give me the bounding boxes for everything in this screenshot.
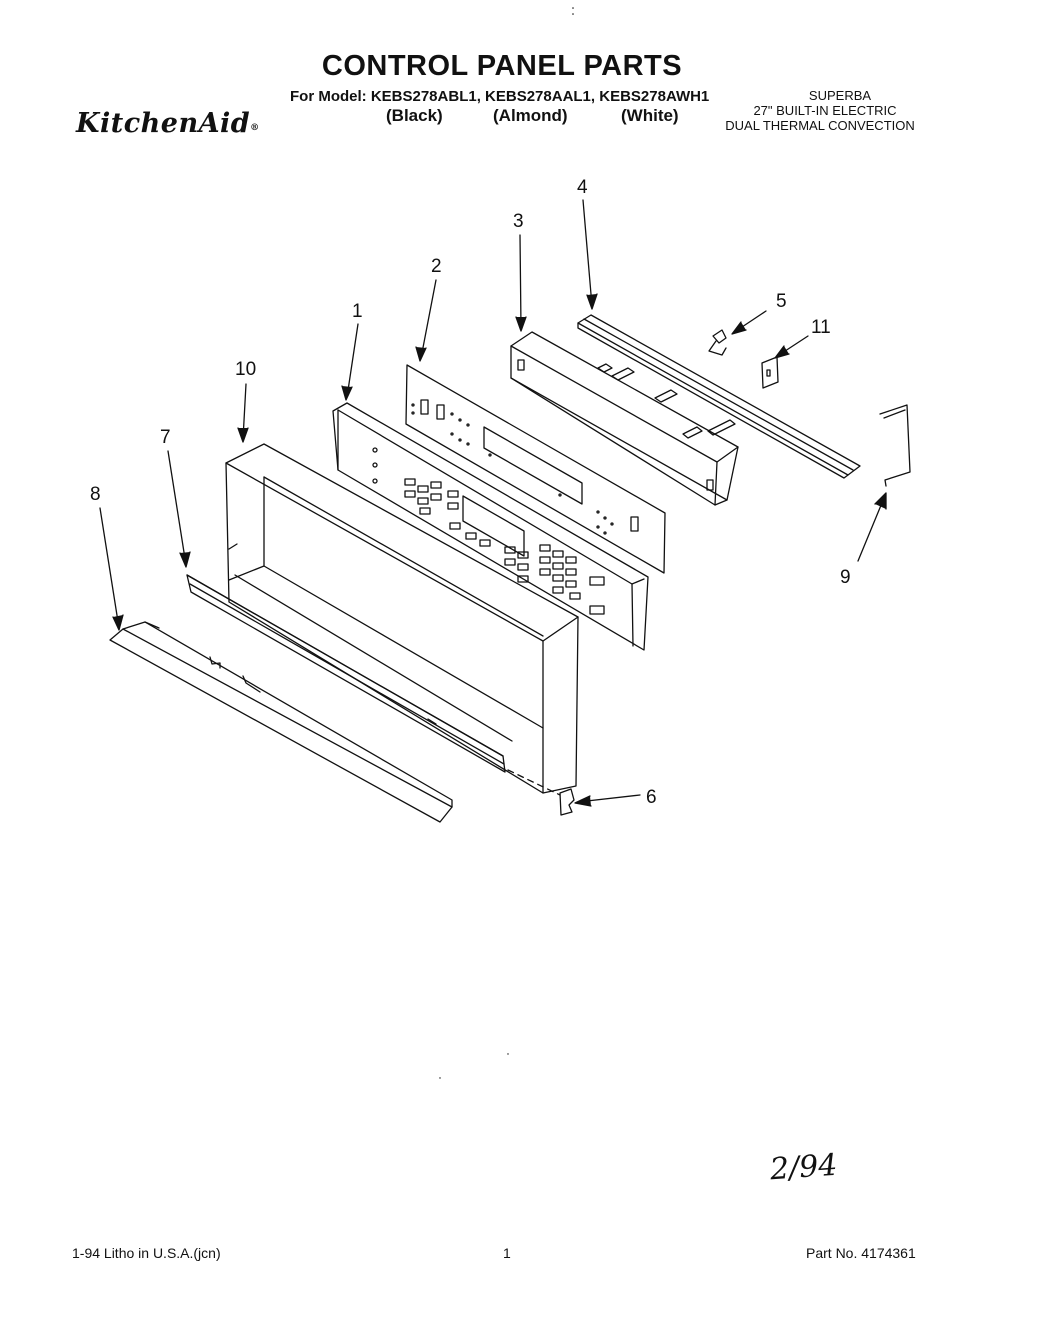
page-title: CONTROL PANEL PARTS bbox=[321, 50, 683, 82]
part-1-control-panel bbox=[332, 402, 649, 651]
callout-8: 8 bbox=[90, 484, 101, 505]
part-6-fastener bbox=[507, 769, 575, 816]
callout-7: 7 bbox=[160, 427, 171, 448]
callout-9: 9 bbox=[840, 567, 851, 588]
leader-lines bbox=[99, 199, 887, 807]
part-9-wire-bracket bbox=[879, 404, 911, 487]
color-label-black: (Black) bbox=[386, 106, 443, 125]
color-label-white: (White) bbox=[621, 106, 679, 125]
callout-5: 5 bbox=[776, 291, 787, 312]
part-3-control-board bbox=[510, 331, 739, 506]
brand-text: KitchenAid bbox=[76, 108, 251, 139]
footer-part-number: Part No. 4174361 bbox=[806, 1245, 916, 1261]
callout-4: 4 bbox=[577, 177, 588, 198]
part-10-control-housing bbox=[225, 443, 579, 794]
callout-6: 6 bbox=[646, 787, 657, 808]
part-5-clip bbox=[708, 329, 727, 356]
registered-mark-icon: ® bbox=[250, 123, 260, 133]
product-line-1: 27" BUILT-IN ELECTRIC bbox=[753, 103, 897, 118]
handwritten-date: 2/94 bbox=[768, 1147, 839, 1188]
model-line: For Model: KEBS278ABL1, KEBS278AAL1, KEB… bbox=[290, 88, 710, 105]
part-8-lower-trim bbox=[109, 621, 453, 823]
callout-2: 2 bbox=[431, 256, 442, 277]
part-11-bracket-plate bbox=[761, 356, 779, 389]
callout-10: 10 bbox=[235, 359, 256, 380]
part-2-overlay bbox=[405, 364, 666, 574]
product-line-2: DUAL THERMAL CONVECTION bbox=[725, 118, 915, 133]
color-label-almond: (Almond) bbox=[493, 106, 568, 125]
callout-11: 11 bbox=[811, 317, 831, 338]
footer-litho: 1-94 Litho in U.S.A.(jcn) bbox=[72, 1245, 221, 1261]
callout-3: 3 bbox=[513, 211, 524, 232]
part-4-bracket-rail bbox=[577, 314, 861, 479]
callout-1: 1 bbox=[352, 301, 363, 322]
series-name: SUPERBA bbox=[808, 88, 872, 103]
footer-page-number: 1 bbox=[503, 1245, 511, 1261]
brand-logo: KitchenAid® bbox=[76, 108, 260, 139]
